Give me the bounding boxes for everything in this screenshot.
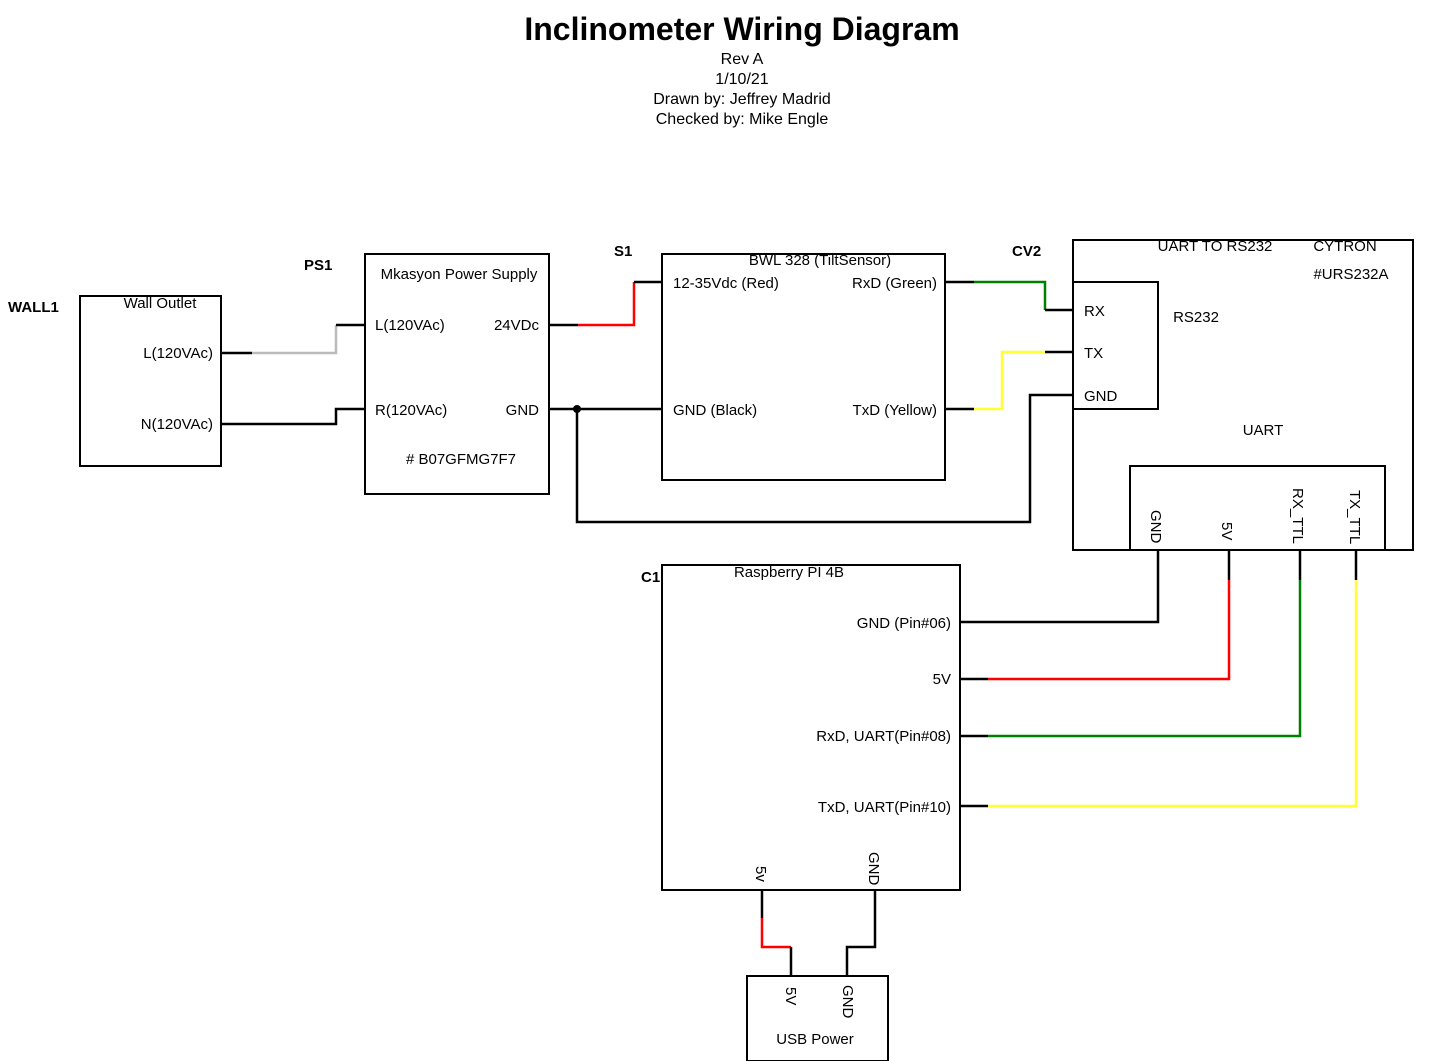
- wire-uart-tx-ttl: [988, 580, 1358, 808]
- diagram-title: Inclinometer Wiring Diagram: [524, 11, 959, 47]
- pi-pin-5v: 5V: [933, 671, 951, 688]
- wire-uart-gnd: [960, 550, 1160, 624]
- usb-pin-5v: 5V: [782, 987, 799, 1005]
- converter-pin-rx: RX: [1084, 303, 1105, 320]
- usb-power-block: 5V GND USB Power: [746, 975, 889, 1061]
- ps-pin-r: R(120VAc): [375, 402, 447, 419]
- tilt-sensor-block: S1 BWL 328 (TiltSensor) 12-35Vdc (Red) R…: [614, 243, 946, 481]
- wall-outlet-block: WALL1 Wall Outlet L(120VAc) N(120VAc): [8, 295, 222, 467]
- uart-pin-rx-ttl: RX_TTL: [1289, 488, 1306, 544]
- sensor-pin-rxd: RxD (Green): [852, 275, 937, 292]
- ps-name: Mkasyon Power Supply: [381, 266, 538, 283]
- pi-pin-bottom-5v: 5v: [752, 866, 769, 882]
- ps-part-number: # B07GFMG7F7: [406, 451, 516, 468]
- pi-ref-label: C1: [641, 569, 660, 586]
- wire-usb-gnd: [845, 890, 877, 976]
- uart-pin-5v: 5V: [1218, 522, 1235, 540]
- wall-outlet-box: [79, 295, 222, 467]
- raspberry-pi-block: C1 Raspberry PI 4B GND (Pin#06) 5V RxD, …: [641, 564, 961, 891]
- tilt-sensor-box: [661, 253, 946, 481]
- converter-pin-tx: TX: [1084, 345, 1103, 362]
- pi-pin-gnd: GND (Pin#06): [857, 615, 951, 632]
- revision-text: Rev A: [721, 51, 764, 68]
- converter-part-number: #URS232A: [1313, 266, 1388, 283]
- rs232-sub-box: [1072, 281, 1159, 410]
- uart-pin-tx-ttl: TX_TTL: [1346, 490, 1363, 544]
- converter-name: UART TO RS232: [1158, 238, 1273, 255]
- wall-pin-n: N(120VAc): [141, 416, 213, 433]
- uart-sub-box: [1129, 465, 1386, 551]
- ps-pin-l: L(120VAc): [375, 317, 445, 334]
- wire-gnd-to-converter: [575, 393, 1073, 524]
- pi-pin-txd: TxD, UART(Pin#10): [818, 799, 951, 816]
- rs232-label: RS232: [1173, 309, 1219, 326]
- sensor-ref-label: S1: [614, 243, 632, 260]
- wire-usb-5v: [760, 918, 791, 949]
- sensor-pin-power: 12-35Vdc (Red): [673, 275, 779, 292]
- uart-label: UART: [1243, 422, 1284, 439]
- sensor-pin-gnd: GND (Black): [673, 402, 757, 419]
- converter-pin-gnd: GND: [1084, 388, 1118, 405]
- ps-pin-24v: 24VDc: [494, 317, 540, 334]
- usb-power-box: [746, 975, 889, 1061]
- uart-pin-gnd: GND: [1147, 510, 1164, 544]
- wire-rs232-txd: [974, 350, 1045, 411]
- wire-line-ac: [252, 325, 338, 355]
- power-supply-block: PS1 Mkasyon Power Supply L(120VAc) R(120…: [304, 253, 550, 495]
- power-supply-box: [364, 253, 550, 495]
- pi-pin-bottom-gnd: GND: [865, 852, 882, 886]
- sensor-name: BWL 328 (TiltSensor): [749, 252, 891, 269]
- converter-brand: CYTRON: [1313, 238, 1376, 255]
- drawn-by-text: Drawn by: Jeffrey Madrid: [653, 91, 831, 108]
- pi-pin-rxd: RxD, UART(Pin#08): [816, 728, 951, 745]
- wall-outlet-name: Wall Outlet: [124, 295, 198, 312]
- usb-pin-gnd: GND: [839, 985, 856, 1019]
- converter-block: CV2 UART TO RS232 CYTRON #URS232A RS232 …: [1012, 238, 1414, 551]
- gnd-junction-dot: [573, 405, 581, 413]
- wall-ref-label: WALL1: [8, 299, 59, 316]
- wire-rs232-rxd: [974, 280, 1047, 310]
- ps-ref-label: PS1: [304, 257, 332, 274]
- raspberry-pi-box: [661, 564, 961, 891]
- wire-uart-5v: [988, 580, 1231, 681]
- usb-power-name: USB Power: [776, 1031, 854, 1048]
- wire-uart-rx-ttl: [988, 580, 1302, 738]
- converter-ref-label: CV2: [1012, 243, 1041, 260]
- date-text: 1/10/21: [715, 71, 768, 88]
- wall-pin-l: L(120VAc): [143, 345, 213, 362]
- ps-pin-gnd: GND: [506, 402, 540, 419]
- sensor-pin-txd: TxD (Yellow): [853, 402, 937, 419]
- wire-neutral-ac: [221, 407, 365, 426]
- pi-name: Raspberry PI 4B: [734, 564, 844, 581]
- checked-by-text: Checked by: Mike Engle: [656, 111, 829, 128]
- wire-24vdc: [578, 282, 636, 327]
